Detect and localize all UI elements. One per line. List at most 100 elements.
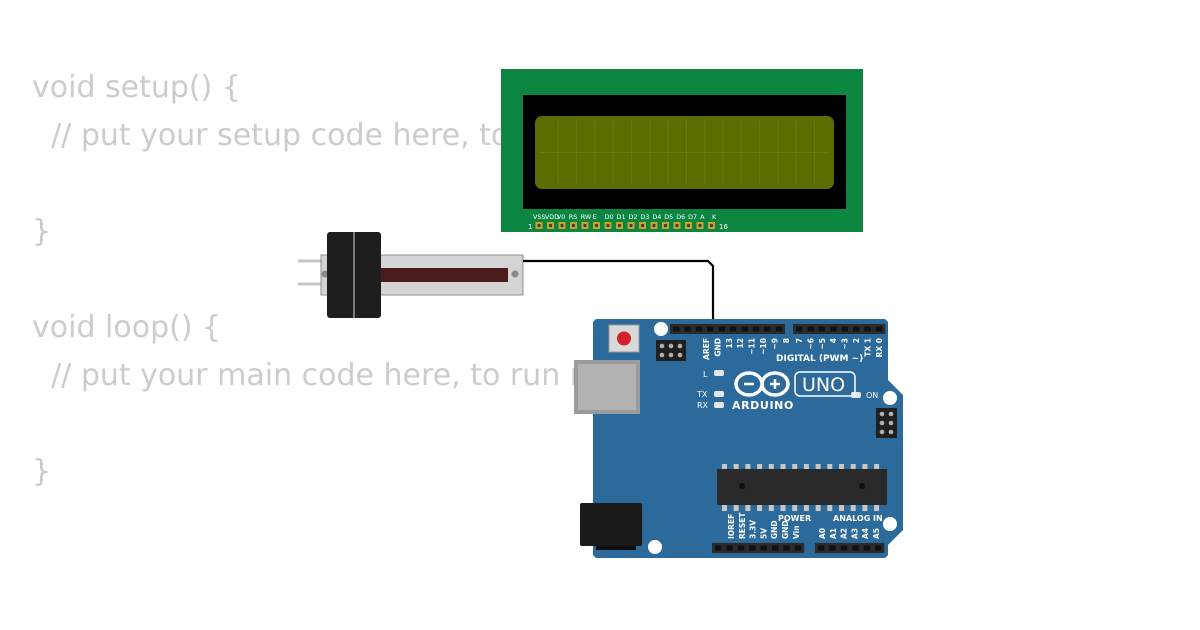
header-pin[interactable] xyxy=(695,326,703,332)
header-pin[interactable] xyxy=(760,545,767,551)
power-label: POWER xyxy=(778,514,811,523)
header-pin[interactable] xyxy=(684,326,691,332)
lcd-pin-label: D3 xyxy=(640,213,649,221)
led-rx xyxy=(714,402,724,408)
header-pin[interactable] xyxy=(775,326,782,332)
pin-label: ~11 xyxy=(748,338,757,355)
lcd-pin-label: E xyxy=(593,213,597,221)
mounting-hole xyxy=(648,540,662,554)
pin-label: A3 xyxy=(850,528,859,539)
digital-header-left xyxy=(670,324,785,334)
header-pin[interactable] xyxy=(864,326,871,332)
header-pin[interactable] xyxy=(830,326,837,332)
pin-label: ~6 xyxy=(806,338,815,350)
reset-button[interactable] xyxy=(608,324,640,353)
header-pin[interactable] xyxy=(718,326,725,332)
microcontroller-chip xyxy=(717,464,887,511)
analog-label: ANALOG IN xyxy=(833,514,883,523)
led-rx-label: RX xyxy=(697,401,709,410)
pin-label: 2 xyxy=(852,338,861,343)
led-l-label: L xyxy=(703,370,708,379)
slide-potentiometer[interactable] xyxy=(298,232,524,318)
pin-label: ~5 xyxy=(818,338,827,350)
potentiometer-knob[interactable] xyxy=(327,232,381,318)
header-pin[interactable] xyxy=(840,545,848,551)
code-editor[interactable]: void setup() { // put your setup code he… xyxy=(32,64,582,496)
usb-connector xyxy=(574,360,640,414)
pin-label: A0 xyxy=(818,528,827,539)
lcd-pin-label: D6 xyxy=(676,213,685,221)
header-pin[interactable] xyxy=(783,545,790,551)
pin-label: RESET xyxy=(738,512,747,539)
screw-icon xyxy=(321,270,329,278)
mounting-hole xyxy=(883,391,897,405)
header-pin[interactable] xyxy=(818,326,826,332)
pin-label: 5V xyxy=(759,528,768,539)
header-pin[interactable] xyxy=(852,545,859,551)
mounting-hole xyxy=(654,322,668,336)
header-pin[interactable] xyxy=(749,545,756,551)
header-pin[interactable] xyxy=(863,545,870,551)
icsp-header xyxy=(876,408,897,438)
header-pin[interactable] xyxy=(818,545,825,551)
pin-label: A4 xyxy=(861,528,870,539)
pin-label: 13 xyxy=(725,338,734,348)
header-pin[interactable] xyxy=(752,326,760,332)
pin-label: TX 1 xyxy=(863,338,872,357)
header-pin[interactable] xyxy=(841,326,848,332)
lcd-pin-label: RS xyxy=(569,213,578,221)
model-badge xyxy=(794,371,856,397)
header-pin[interactable] xyxy=(807,326,814,332)
led-l xyxy=(714,370,724,376)
mounting-hole xyxy=(883,517,897,531)
header-pin[interactable] xyxy=(741,326,748,332)
header-pin[interactable] xyxy=(715,545,722,551)
led-on-label: ON xyxy=(866,391,878,400)
digital-label: DIGITAL (PWM ~) xyxy=(776,354,863,364)
header-pin[interactable] xyxy=(726,545,733,551)
lcd-cell-grid xyxy=(540,120,830,185)
pin-label: 8 xyxy=(782,338,791,343)
lcd-pin-label: D5 xyxy=(664,213,673,221)
header-pin[interactable] xyxy=(707,326,714,332)
pin-label: ~9 xyxy=(770,338,779,350)
header-pin[interactable] xyxy=(794,545,802,551)
code-line: void setup() { xyxy=(32,70,241,105)
pin-label: 7 xyxy=(795,338,804,343)
lcd-pin-label: RW xyxy=(581,213,592,221)
header-pin[interactable] xyxy=(875,545,882,551)
pin-label: GND xyxy=(781,520,790,539)
pin-label: A5 xyxy=(872,528,881,539)
wire[interactable] xyxy=(523,259,715,330)
header-pin[interactable] xyxy=(764,326,771,332)
lcd-pin-label: K xyxy=(712,213,717,221)
pin-label: GND xyxy=(713,338,722,357)
header-pin[interactable] xyxy=(853,326,860,332)
arduino-brand: ARDUINO xyxy=(732,399,794,412)
header-pin[interactable] xyxy=(737,545,745,551)
header-pin[interactable] xyxy=(796,326,803,332)
lcd-pin-label: D0 xyxy=(605,213,614,221)
code-line: void loop() { xyxy=(32,310,222,345)
header-pin[interactable] xyxy=(730,326,737,332)
icsp-header xyxy=(656,340,686,361)
pin-label: A1 xyxy=(829,528,838,539)
led-tx-label: TX xyxy=(696,390,708,399)
pin-label: A2 xyxy=(840,528,849,539)
header-pin[interactable] xyxy=(875,326,883,332)
header-pin[interactable] xyxy=(772,545,779,551)
arduino-model: UNO xyxy=(802,374,845,396)
code-line: } xyxy=(32,454,52,489)
analog-header xyxy=(815,543,885,553)
screw-icon xyxy=(511,270,519,278)
header-pin[interactable] xyxy=(829,545,836,551)
lcd-pin-label: D1 xyxy=(617,213,626,221)
led-tx xyxy=(714,391,724,397)
header-pin[interactable] xyxy=(673,326,680,332)
